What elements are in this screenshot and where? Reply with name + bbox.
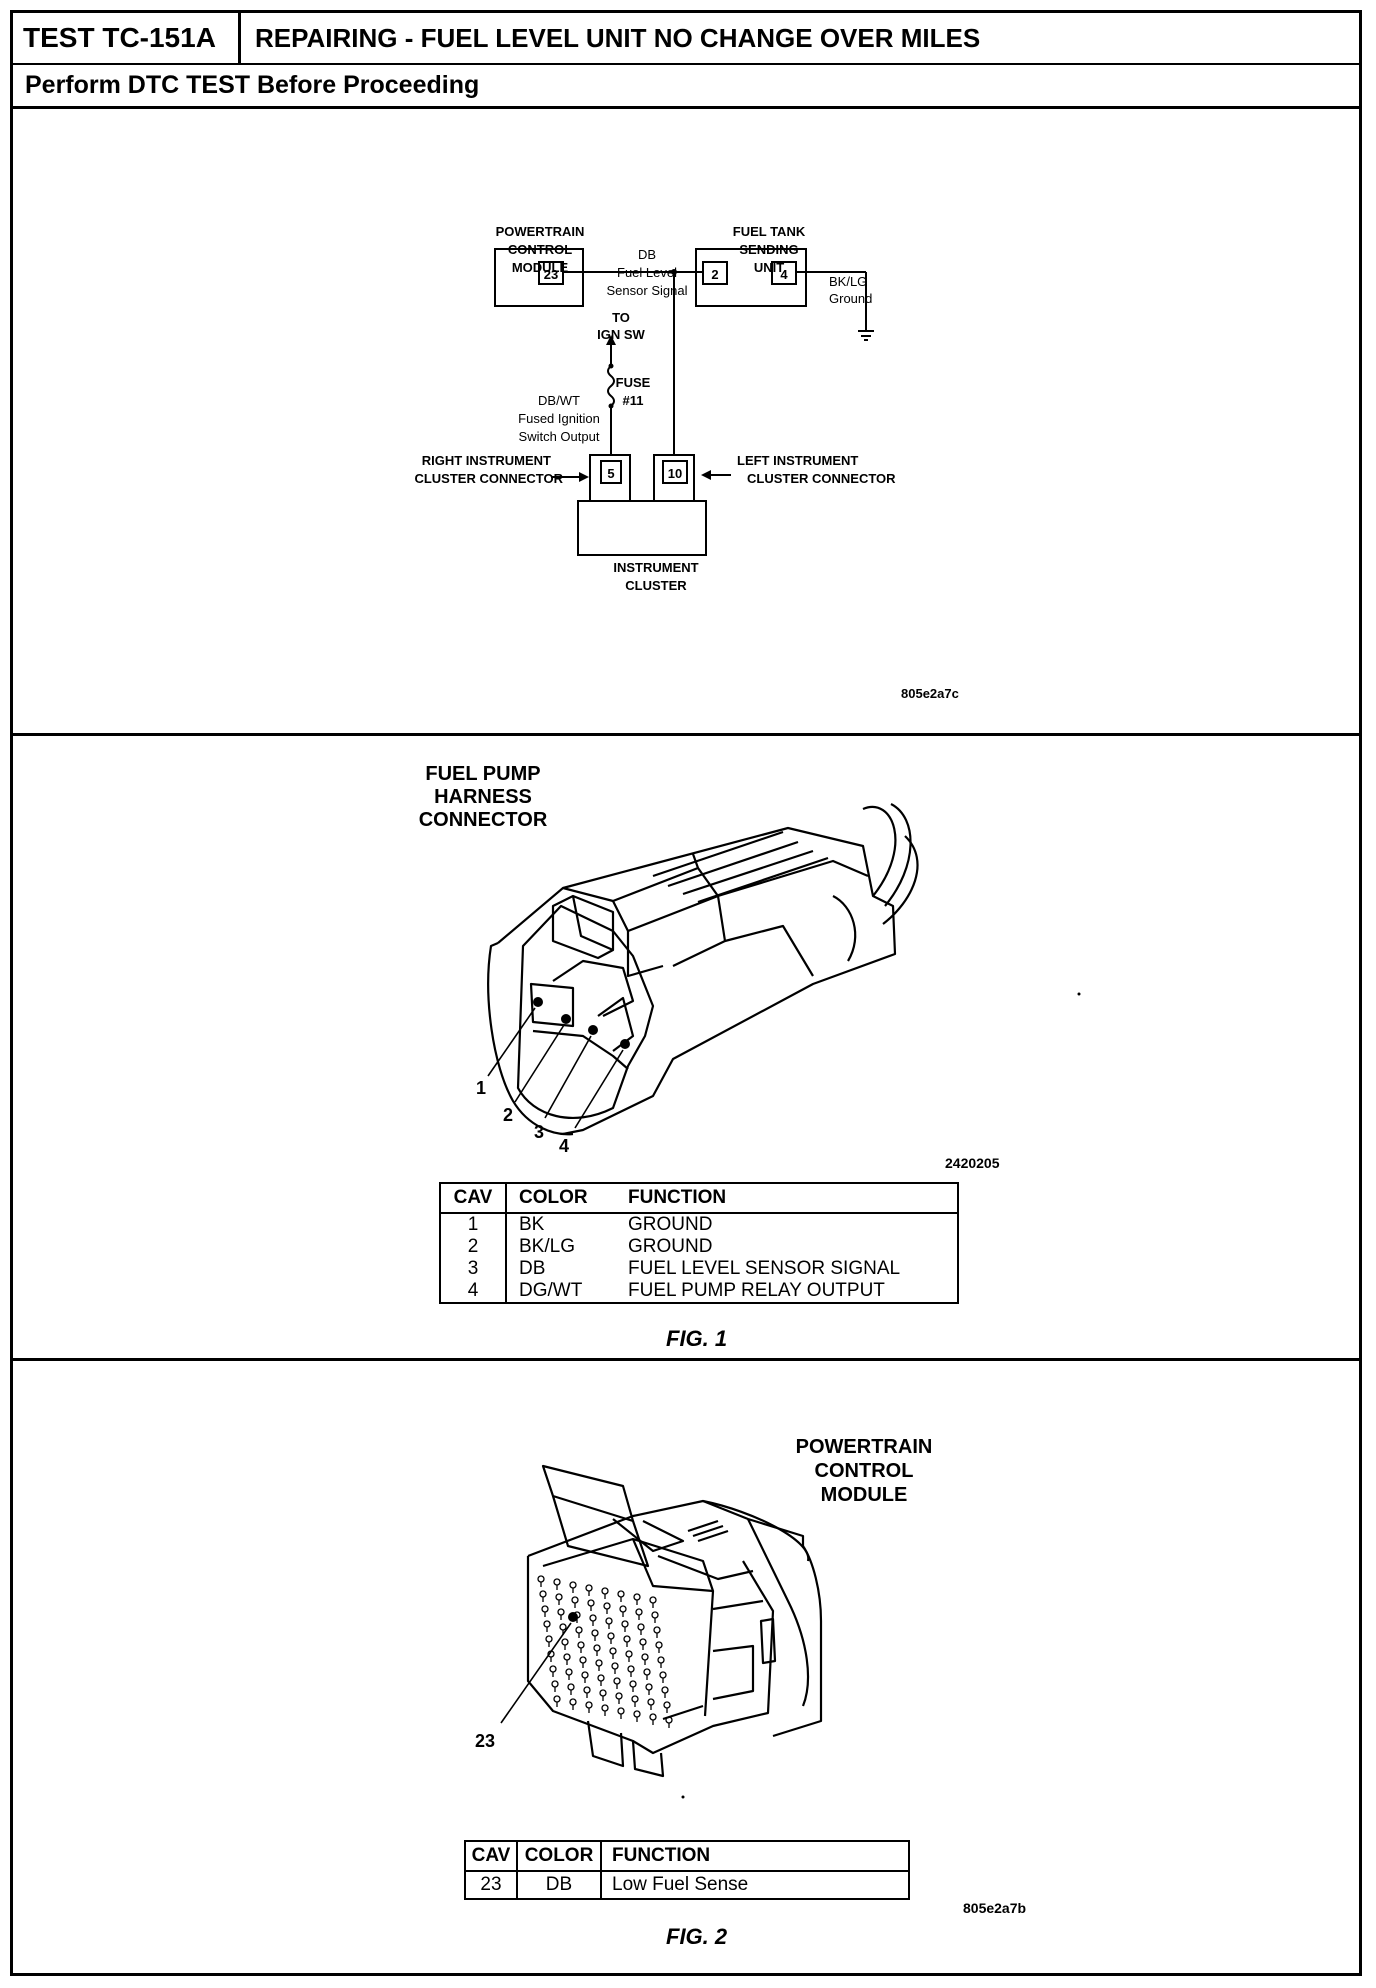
- table-row: 4 DG/WT FUEL PUMP RELAY OUTPUT: [440, 1280, 958, 1303]
- col-cav: CAV: [440, 1183, 507, 1213]
- fuse-label-1: FUSE: [616, 375, 651, 390]
- fig2-label-1: POWERTRAIN: [796, 1436, 933, 1458]
- sending-label-1: FUEL TANK: [733, 224, 806, 239]
- cell-color: BK: [519, 1214, 545, 1235]
- col-cav: CAV: [465, 1841, 518, 1871]
- test-title: REPAIRING - FUEL LEVEL UNIT NO CHANGE OV…: [255, 22, 981, 53]
- fig2-code: 805e2a7b: [963, 1900, 1026, 1916]
- fig2-label-3: MODULE: [821, 1484, 908, 1506]
- callout-4: 4: [559, 1136, 569, 1156]
- cell-color: BK/LG: [519, 1236, 575, 1257]
- cell-function: FUEL LEVEL SENSOR SIGNAL: [628, 1258, 901, 1279]
- left-connector-2: CLUSTER CONNECTOR: [747, 471, 896, 486]
- fig1-caption: FIG. 1: [666, 1326, 728, 1351]
- right-connector-pin: 5: [607, 466, 614, 481]
- schematic-panel: POWERTRAIN CONTROL MODULE 23 DB Fuel Lev…: [13, 109, 1359, 736]
- right-connector-1: RIGHT INSTRUMENT: [422, 453, 551, 468]
- pcm-pin: 23: [544, 267, 558, 282]
- cavity-3-pin: [588, 1025, 598, 1035]
- cell-color: DB: [517, 1871, 602, 1899]
- callout-1: 1: [476, 1078, 486, 1098]
- db-wire-3: Sensor Signal: [607, 283, 688, 298]
- fig1-panel: FUEL PUMP HARNESS CONNECTOR: [13, 736, 1359, 1361]
- left-connector-pin: 10: [668, 466, 682, 481]
- to-ign-1: TO: [612, 310, 630, 325]
- cell-color: DG/WT: [519, 1280, 583, 1301]
- title-row: TEST TC-151A REPAIRING - FUEL LEVEL UNIT…: [13, 13, 1359, 65]
- fuse-label-2: #11: [623, 393, 644, 408]
- cluster-label-1: INSTRUMENT: [613, 560, 698, 575]
- fused-wire-2: Fused Ignition: [518, 411, 600, 426]
- pcm-connector-drawing: POWERTRAIN CONTROL MODULE: [475, 1436, 1026, 1916]
- cavity-23-pin: [568, 1612, 578, 1622]
- fig2-callout: 23: [475, 1731, 495, 1751]
- fig1-code: 2420205: [945, 1155, 1000, 1171]
- fig1-label-3: CONNECTOR: [419, 809, 548, 831]
- fig2-caption: FIG. 2: [666, 1924, 728, 1949]
- test-id: TEST TC-151A: [13, 13, 241, 63]
- sending-label-3: UNIT: [754, 260, 784, 275]
- pcm-label-1: POWERTRAIN: [496, 224, 585, 239]
- fuel-level-schematic: POWERTRAIN CONTROL MODULE 23 DB Fuel Lev…: [414, 224, 959, 701]
- cluster-label-2: CLUSTER: [625, 578, 687, 593]
- procedure-note: Perform DTC TEST Before Proceeding: [13, 65, 1359, 109]
- fused-wire-1: DB/WT: [538, 393, 580, 408]
- cluster-box: [577, 500, 707, 556]
- ground-wire-1: BK/LG: [829, 274, 867, 289]
- table-row: 3 DB FUEL LEVEL SENSOR SIGNAL: [440, 1258, 958, 1280]
- cavity-2-pin: [561, 1014, 571, 1024]
- col-function: FUNCTION: [612, 1845, 711, 1866]
- sending-label-2: SENDING: [739, 242, 798, 257]
- sending-pin-4: 4: [780, 267, 788, 282]
- callout-3: 3: [534, 1122, 544, 1142]
- pcm-box: [494, 248, 584, 307]
- schematic-code: 805e2a7c: [901, 686, 959, 701]
- cell-cav: 1: [440, 1213, 507, 1236]
- to-ign-2: IGN SW: [597, 327, 645, 342]
- col-color: COLOR: [517, 1841, 602, 1871]
- pcm-label-3: MODULE: [512, 260, 569, 275]
- cell-color: DB: [519, 1258, 546, 1279]
- cavity-4-pin: [620, 1039, 630, 1049]
- left-connector-1: LEFT INSTRUMENT: [737, 453, 858, 468]
- page-frame: TEST TC-151A REPAIRING - FUEL LEVEL UNIT…: [10, 10, 1362, 1976]
- cell-cav: 23: [465, 1871, 518, 1899]
- col-function: FUNCTION: [628, 1187, 727, 1208]
- cell-cav: 3: [440, 1258, 507, 1280]
- cell-cav: 2: [440, 1236, 507, 1258]
- cell-function: FUEL PUMP RELAY OUTPUT: [628, 1280, 885, 1301]
- db-wire-1: DB: [638, 247, 656, 262]
- cell-function: GROUND: [628, 1236, 713, 1257]
- fig1-pinout-table: CAV COLOR FUNCTION 1 BK GROUND 2 BK/LG GROUND…: [439, 1182, 959, 1304]
- cell-cav: 4: [440, 1280, 507, 1303]
- fuel-pump-connector-drawing: FUEL PUMP HARNESS CONNECTOR: [419, 763, 1081, 1171]
- table-row: 2 BK/LG GROUND: [440, 1236, 958, 1258]
- sending-unit-box: [695, 248, 807, 307]
- fused-wire-3: Switch Output: [519, 429, 600, 444]
- right-connector-2: CLUSTER CONNECTOR: [414, 471, 563, 486]
- fig1-label-1: FUEL PUMP: [425, 763, 540, 785]
- ground-wire-2: Ground: [829, 291, 872, 306]
- col-color: COLOR: [519, 1187, 588, 1208]
- sending-pin-2: 2: [711, 267, 718, 282]
- pcm-label-2: CONTROL: [508, 242, 572, 257]
- cavity-1-pin: [533, 997, 543, 1007]
- fig2-label-2: CONTROL: [815, 1460, 914, 1482]
- cell-function: GROUND: [628, 1214, 713, 1235]
- db-wire-2: Fuel Level: [617, 265, 677, 280]
- callout-2: 2: [503, 1105, 513, 1125]
- cell-function: Low Fuel Sense: [612, 1874, 749, 1895]
- fig1-label-2: HARNESS: [434, 786, 532, 808]
- table-row: 1 BK GROUND: [440, 1213, 958, 1236]
- fig2-panel: POWERTRAIN CONTROL MODULE: [13, 1361, 1359, 1973]
